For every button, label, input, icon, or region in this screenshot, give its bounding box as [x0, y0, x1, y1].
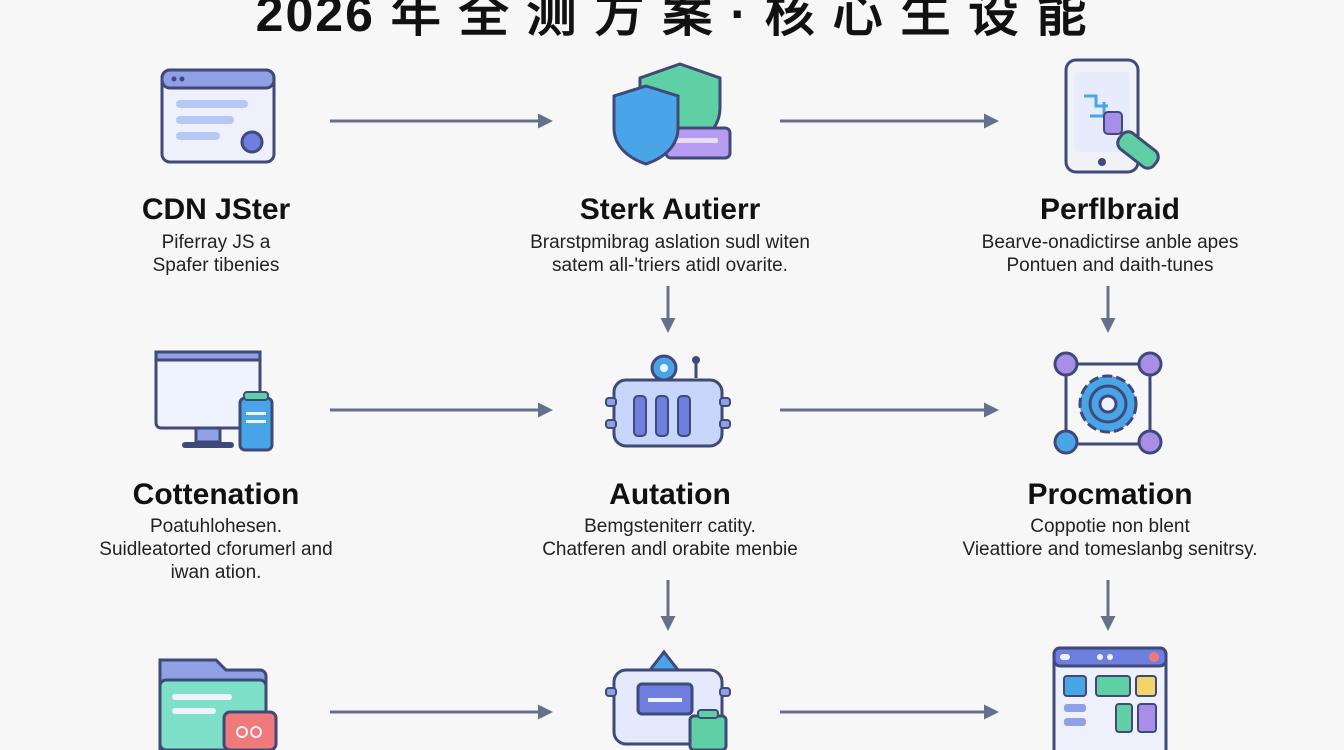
node-title: Sterk Autierr	[579, 193, 761, 226]
node-title: Procmation	[1027, 478, 1193, 511]
mobile-phone-icon	[1064, 58, 1160, 174]
node-title: CDN JSter	[141, 193, 291, 226]
desktop-monitor-icon	[154, 350, 274, 452]
node-title: Perflbraid	[1039, 193, 1181, 226]
security-shield-icon	[612, 62, 732, 166]
gear-network-icon	[1053, 351, 1163, 455]
node-title: Autation	[609, 478, 731, 511]
node-title: Cottenation	[132, 478, 300, 511]
node-description: Bemgsteniterr catity.Chatferen andl orab…	[542, 516, 798, 560]
browser-window-icon	[160, 68, 276, 164]
file-folder-icon	[158, 658, 278, 750]
node-description: Poatuhlohesen.Suidleatorted cforumerl an…	[99, 516, 333, 583]
dashboard-window-icon	[1052, 646, 1168, 750]
upload-device-icon	[605, 649, 731, 750]
automation-board-icon	[605, 354, 731, 448]
page-title: 2026 年 全 测 方 案 · 核 心 生 设 能	[255, 0, 1089, 42]
